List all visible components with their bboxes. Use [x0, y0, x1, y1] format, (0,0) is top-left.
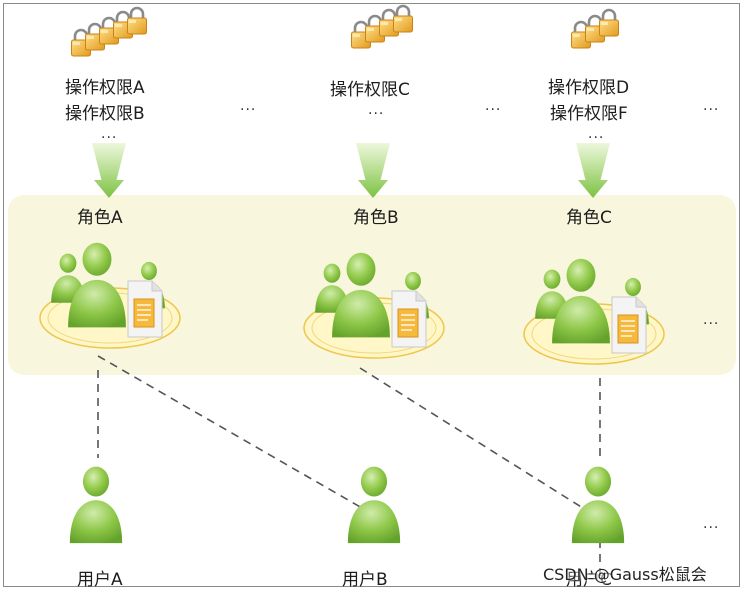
diagram-frame [3, 3, 740, 587]
ellipsis-3: ... [703, 98, 720, 114]
permission-f: 操作权限F [550, 104, 628, 124]
ellipsis-1: ... [240, 98, 257, 114]
role-c-label: 角色C [566, 208, 612, 228]
user-role-links [97, 355, 601, 580]
arrow-to-role-b-icon [356, 143, 390, 198]
role-a-icon [40, 243, 180, 348]
ellipsis-c: ... [368, 102, 385, 118]
ellipsis-roles: ... [703, 312, 720, 328]
ellipsis-2: ... [485, 98, 502, 114]
permission-c: 操作权限C [330, 80, 410, 100]
permission-d: 操作权限D [548, 78, 630, 98]
user-c-icon [571, 466, 625, 544]
role-a-label: 角色A [77, 208, 123, 228]
locks-a-icon [70, 6, 148, 58]
watermark: CSDN @Gauss松鼠会 [543, 565, 707, 584]
ellipsis-a: ... [101, 126, 118, 142]
arrow-to-role-a-icon [92, 143, 126, 198]
locks-c-icon [350, 4, 414, 50]
role-b-icon [304, 253, 444, 358]
user-c-label: 用户C [566, 570, 612, 590]
arrow-to-role-c-icon [576, 143, 610, 198]
locks-d-icon [570, 8, 620, 50]
role-c-icon [524, 259, 664, 364]
ellipsis-d: ... [588, 126, 605, 142]
role-b-label: 角色B [353, 208, 399, 228]
user-b-label: 用户B [342, 570, 388, 590]
permission-b: 操作权限B [65, 104, 145, 124]
ellipsis-users: ... [703, 516, 720, 532]
user-a-icon [69, 466, 123, 544]
user-a-label: 用户A [77, 570, 123, 590]
permission-a: 操作权限A [65, 78, 145, 98]
